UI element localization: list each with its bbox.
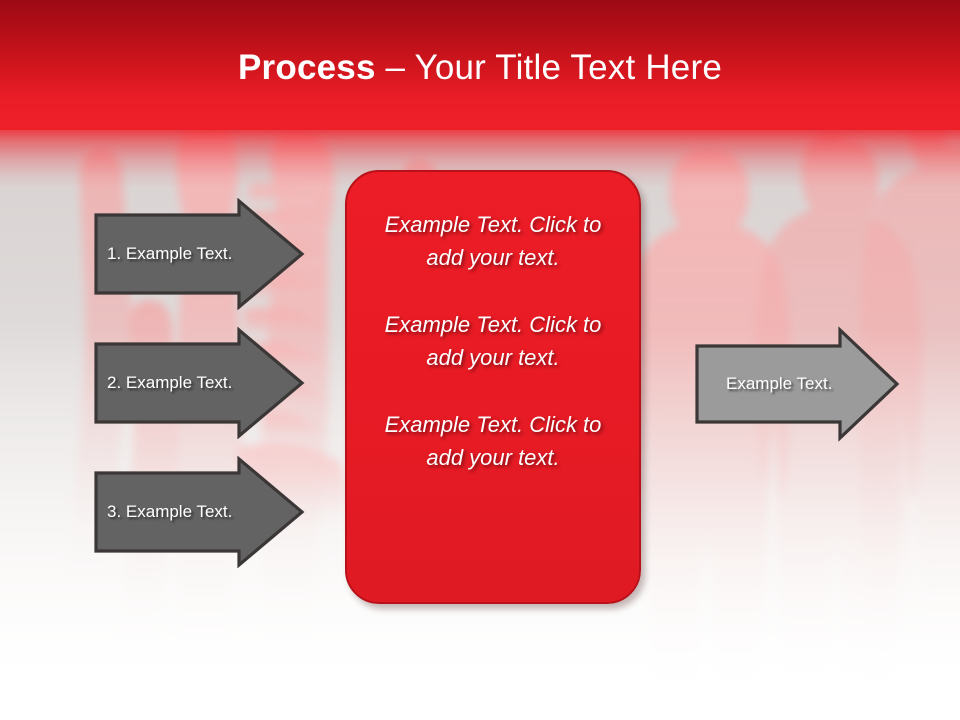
page-title-rest: – Your Title Text Here <box>375 48 722 87</box>
center-content-text: Example Text. Click to add your text. Ex… <box>347 208 639 474</box>
process-arrow-3[interactable]: 3. Example Text. <box>93 455 305 569</box>
center-paragraph-2: Example Text. Click to add your text. <box>384 312 602 370</box>
process-arrow-1-label: 1. Example Text. <box>107 244 233 263</box>
process-arrow-2[interactable]: 2. Example Text. <box>93 326 305 440</box>
center-paragraph-3: Example Text. Click to add your text. <box>384 412 602 470</box>
title-banner <box>0 0 960 130</box>
center-content-box[interactable]: Example Text. Click to add your text. Ex… <box>345 170 641 604</box>
center-paragraph-1: Example Text. Click to add your text. <box>384 212 602 270</box>
page-title-bold: Process <box>238 48 376 87</box>
process-arrow-3-label: 3. Example Text. <box>107 502 233 521</box>
result-arrow[interactable]: Example Text. <box>694 326 900 442</box>
center-paragraph-gap-1 <box>347 274 639 308</box>
process-arrow-2-label: 2. Example Text. <box>107 373 233 392</box>
page-title: Process – Your Title Text Here <box>0 47 960 89</box>
result-arrow-label: Example Text. <box>726 374 833 393</box>
center-paragraph-gap-2 <box>347 374 639 408</box>
process-arrow-1[interactable]: 1. Example Text. <box>93 197 305 311</box>
